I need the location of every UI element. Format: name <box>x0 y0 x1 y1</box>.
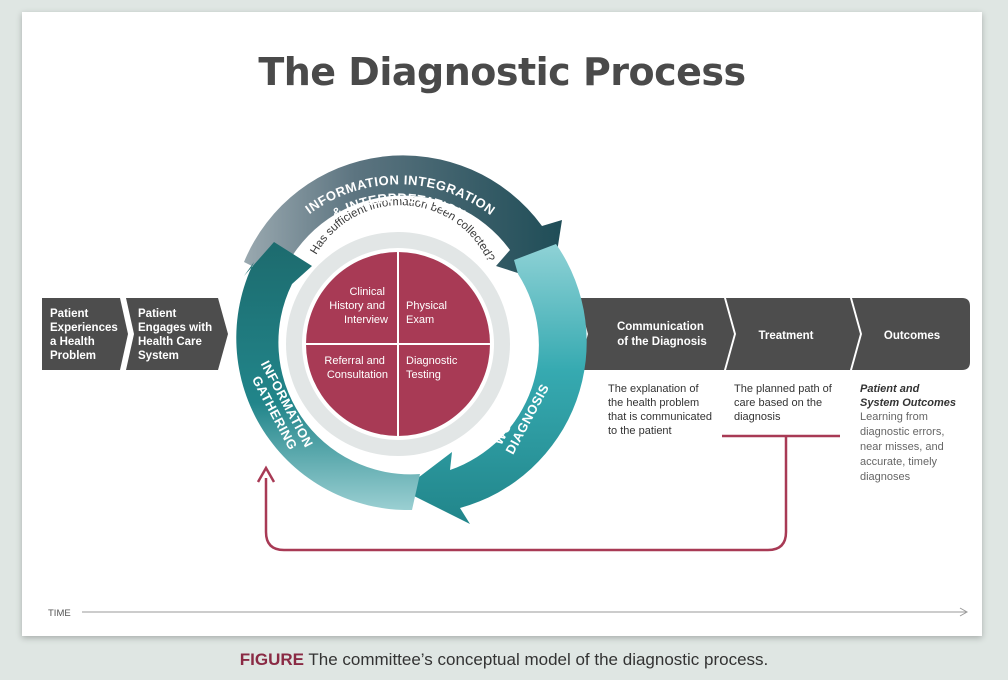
quadrant-clinical-history: Clinical History and Interview <box>329 286 388 326</box>
step-outcomes <box>852 298 970 370</box>
step-label-outcomes: Outcomes <box>884 330 940 342</box>
time-label: TIME <box>48 608 71 619</box>
left-steps: Patient Experiences a Health Problem Pat… <box>42 298 228 370</box>
outcomes-description: Learning from diagnostic errors, near mi… <box>860 411 947 483</box>
feedback-arrowhead-icon <box>256 465 276 483</box>
diagnostic-process-diagram: Patient Experiences a Health Problem Pat… <box>42 155 970 619</box>
time-arrowhead-icon <box>959 607 969 617</box>
caption-label: FIGURE <box>239 650 304 669</box>
step-label-1: Patient Engages with Health Care System <box>138 308 215 362</box>
figure-title: The Diagnostic Process <box>258 50 746 94</box>
feedback-arrow <box>256 434 840 552</box>
communication-description: The explanation of the health problem th… <box>608 383 715 437</box>
outcomes-description-title: Patient and System Outcomes <box>860 383 956 409</box>
quadrant-physical-exam: Physical Exam <box>406 300 450 326</box>
quadrant-diagnostic-testing: Diagnostic Testing <box>406 355 460 381</box>
time-axis: TIME <box>48 607 969 619</box>
step-label-0: Patient Experiences a Health Problem <box>50 308 121 362</box>
step-treatment <box>726 298 860 370</box>
step-label-treatment: Treatment <box>759 330 814 342</box>
figure-card: The Diagnostic Process <box>22 12 982 636</box>
step-patient-engages <box>126 298 228 370</box>
figure-caption: FIGURE The committee’s conceptual model … <box>0 650 1008 670</box>
right-steps: Communication of the Diagnosis Treatment… <box>578 298 970 370</box>
step-communication <box>578 298 734 370</box>
treatment-description: The planned path of care based on the di… <box>734 383 835 423</box>
arc-information-gathering <box>236 242 420 511</box>
quadrant-referral: Referral and Consultation <box>324 355 388 381</box>
step-patient-experiences <box>42 298 128 370</box>
arc-working-diagnosis <box>402 244 587 524</box>
step-label-communication: Communication of the Diagnosis <box>617 321 707 348</box>
arc-integration <box>244 155 562 284</box>
cycle: Clinical History and Interview Physical … <box>236 155 587 524</box>
caption-text: The committee’s conceptual model of the … <box>303 650 769 669</box>
